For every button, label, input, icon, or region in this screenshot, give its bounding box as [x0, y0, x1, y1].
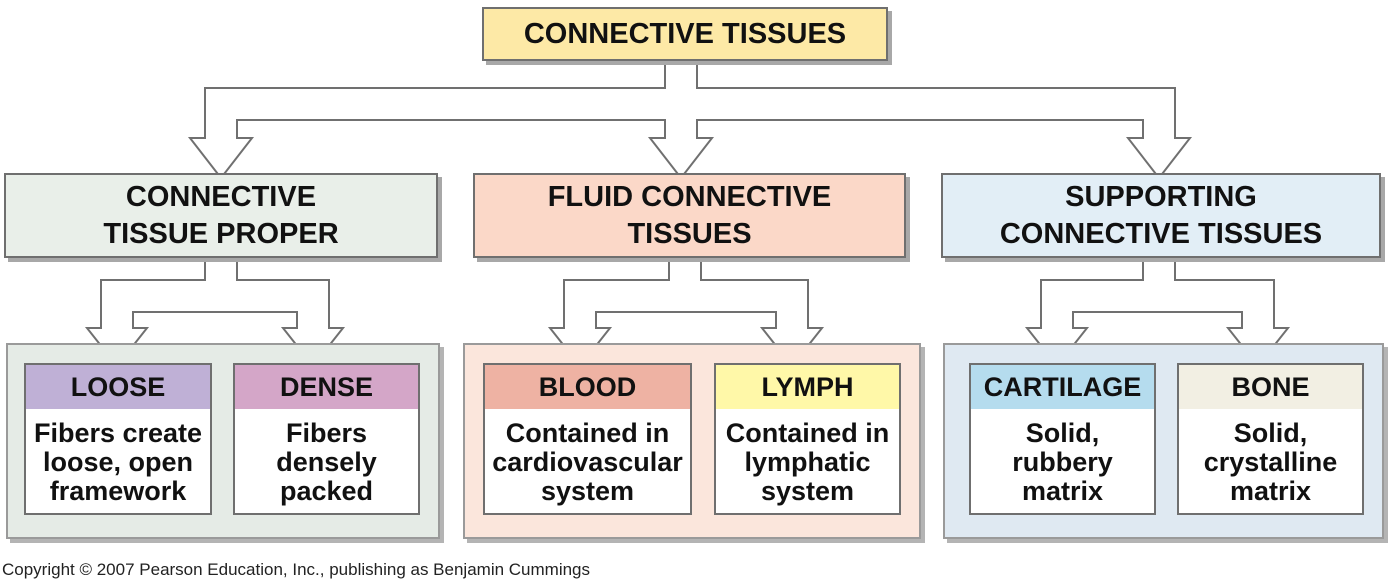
leaf-description-line: cardiovascular	[492, 446, 683, 477]
arrow-root-to-proper	[187, 60, 1193, 180]
leaf-description-line: framework	[49, 475, 187, 506]
category-label: CONNECTIVE TISSUE PROPER	[103, 179, 338, 253]
category-label: SUPPORTING CONNECTIVE TISSUES	[1000, 179, 1322, 253]
leaf-description-line: matrix	[1229, 475, 1312, 506]
leaf-title: BONE	[1179, 365, 1362, 409]
category-label-line: TISSUE PROPER	[103, 217, 339, 250]
category-label-line: TISSUES	[627, 217, 752, 250]
arrow-proper-to-children	[84, 257, 346, 368]
leaf-description-line: Solid,	[1025, 417, 1100, 448]
leaf-description-line: rubbery	[1012, 446, 1113, 477]
leaf-description-line: loose, open	[42, 446, 194, 477]
category-label-line: SUPPORTING	[1065, 180, 1257, 213]
leaf-description-line: matrix	[1021, 475, 1104, 506]
leaf-title: CARTILAGE	[971, 365, 1154, 409]
category-box-fluid: FLUID CONNECTIVE TISSUES	[473, 173, 906, 258]
category-label-line: FLUID CONNECTIVE	[547, 180, 832, 213]
copyright-text: Copyright © 2007 Pearson Education, Inc.…	[2, 560, 591, 579]
leaf-title: LOOSE	[26, 365, 210, 409]
leaf-description-line: packed	[279, 475, 374, 506]
leaf-description-line: lymphatic	[744, 446, 871, 477]
category-box-supporting: SUPPORTING CONNECTIVE TISSUES	[941, 173, 1381, 258]
leaf-description-line: Fibers create	[33, 417, 203, 448]
leaf-title: LYMPH	[716, 365, 899, 409]
leaf-title: DENSE	[235, 365, 418, 409]
category-label-line: CONNECTIVE	[125, 180, 317, 213]
arrow-supporting-to-children	[1024, 257, 1291, 368]
leaf-description-line: system	[540, 475, 635, 506]
category-box-proper: CONNECTIVE TISSUE PROPER	[4, 173, 438, 258]
leaf-description-line: system	[760, 475, 855, 506]
leaf-description-line: Contained in	[725, 417, 890, 448]
category-label-line: CONNECTIVE TISSUES	[999, 217, 1323, 250]
leaf-description-line: Contained in	[505, 417, 670, 448]
leaf-description-line: crystalline	[1203, 446, 1338, 477]
leaf-description-line: Fibers	[285, 417, 368, 448]
leaf-description-line: densely	[276, 446, 377, 477]
leaf-title: BLOOD	[485, 365, 690, 409]
root-label: CONNECTIVE TISSUES	[523, 17, 847, 50]
arrow-fluid-to-children	[547, 257, 825, 368]
category-label: FLUID CONNECTIVE TISSUES	[548, 179, 832, 253]
root-box: CONNECTIVE TISSUES	[482, 7, 888, 61]
leaf-description-line: Solid,	[1233, 417, 1308, 448]
